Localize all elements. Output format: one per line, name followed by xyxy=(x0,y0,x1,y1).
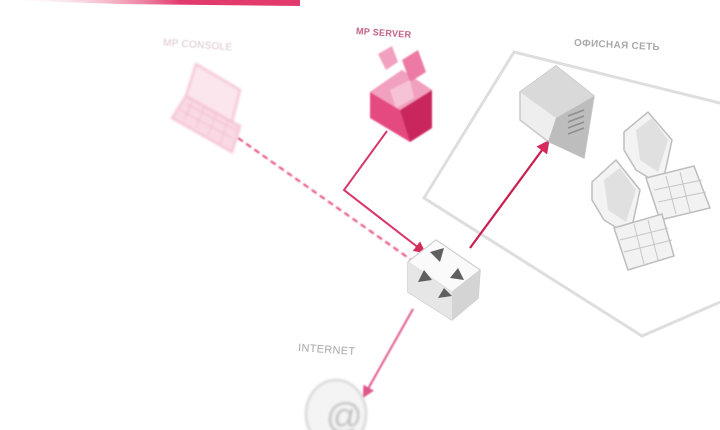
router-arrows-icon xyxy=(407,239,481,321)
link-server-router xyxy=(342,130,426,254)
globe-at-icon: @ xyxy=(305,379,367,430)
link-router-internet xyxy=(362,308,414,399)
link-console-router xyxy=(237,137,422,268)
connections xyxy=(237,130,550,399)
workstation-icon xyxy=(623,110,712,221)
link-router-office xyxy=(469,139,550,249)
office-server-icon xyxy=(519,65,595,160)
workstation-icon xyxy=(591,158,675,271)
top-accent-band xyxy=(0,0,300,6)
laptop-icon xyxy=(170,62,242,154)
server-tower-icon xyxy=(370,46,432,142)
svg-text:@: @ xyxy=(326,395,363,430)
